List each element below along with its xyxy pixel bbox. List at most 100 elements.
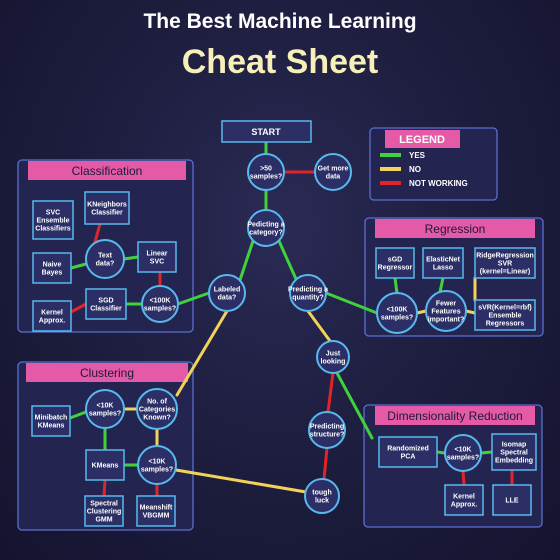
node-kmeans: KMeans <box>85 449 125 481</box>
connector-yes-9 <box>122 255 140 261</box>
connector-yes-24 <box>68 410 88 420</box>
connector-no-22 <box>175 309 229 397</box>
connector-yes-11 <box>69 262 88 270</box>
regression-header: Regression <box>425 222 486 236</box>
cheat-sheet-title: Cheat Sheet <box>182 43 379 81</box>
node-labeled-shape <box>208 274 246 312</box>
node-isomap-shape <box>491 433 537 471</box>
legend: LEGEND YES NO NOT WORKING <box>369 127 498 201</box>
node-more-data-shape <box>314 153 352 191</box>
node-num-cat-shape <box>136 388 178 430</box>
connector-not-working-29 <box>102 478 107 498</box>
node-svr-ens-shape <box>474 299 536 331</box>
node-svc-ens-shape <box>32 200 74 240</box>
regression-header-bar <box>375 219 535 238</box>
connector-yes-12 <box>324 291 379 315</box>
connector-not-working-7 <box>69 302 88 314</box>
legend-not-working-label: NOT WORKING <box>409 179 468 188</box>
legend-header-bar <box>385 130 460 148</box>
start-box <box>221 120 312 143</box>
connector-yes-32 <box>479 450 494 455</box>
connector-yes-5 <box>176 291 211 306</box>
connector-yes-3 <box>238 239 255 282</box>
node-kernel-c-shape <box>32 300 72 332</box>
node-pred-cat-shape <box>247 209 285 247</box>
node-kmeans-label: KMeans <box>92 463 119 470</box>
node-lt10k-cl-shape <box>85 389 125 429</box>
node-gt50-shape <box>247 153 285 191</box>
node-linear-svc-shape <box>137 241 177 273</box>
connector-yes-4 <box>277 239 298 281</box>
connector-yes-17 <box>393 276 399 295</box>
node-elasticnet-shape <box>422 247 464 279</box>
node-kmeans-shape <box>85 449 125 481</box>
node-pred-qty-shape <box>289 274 327 312</box>
classification-header-bar <box>28 161 186 180</box>
connector-not-working-21 <box>322 446 329 481</box>
connector-group <box>68 140 514 498</box>
legend-yes-label: YES <box>409 151 426 160</box>
node-lle-label: LLE <box>505 498 519 505</box>
node-tough-luck-shape <box>304 478 340 514</box>
node-kernel-dr-shape <box>444 484 484 516</box>
connector-not-working-10 <box>93 222 102 244</box>
legend-yes-swatch <box>380 153 401 157</box>
node-pred-struct-shape <box>308 411 346 449</box>
legend-title: LEGEND <box>399 134 445 146</box>
clustering-header: Clustering <box>80 366 134 380</box>
connector-yes-14 <box>438 276 445 294</box>
node-rand-pca-shape <box>378 436 438 468</box>
start-label: START <box>251 127 281 137</box>
connector-no-30 <box>174 468 308 494</box>
connector-no-18 <box>306 309 332 343</box>
node-lt100k-c-shape <box>141 285 179 323</box>
node-lt10k-dr-shape <box>444 434 482 472</box>
node-minibatch-shape <box>31 405 71 437</box>
connector-not-working-19 <box>326 371 335 414</box>
node-just-looking-shape <box>316 340 350 374</box>
dimensionality-header: Dimensionality Reduction <box>387 409 522 423</box>
